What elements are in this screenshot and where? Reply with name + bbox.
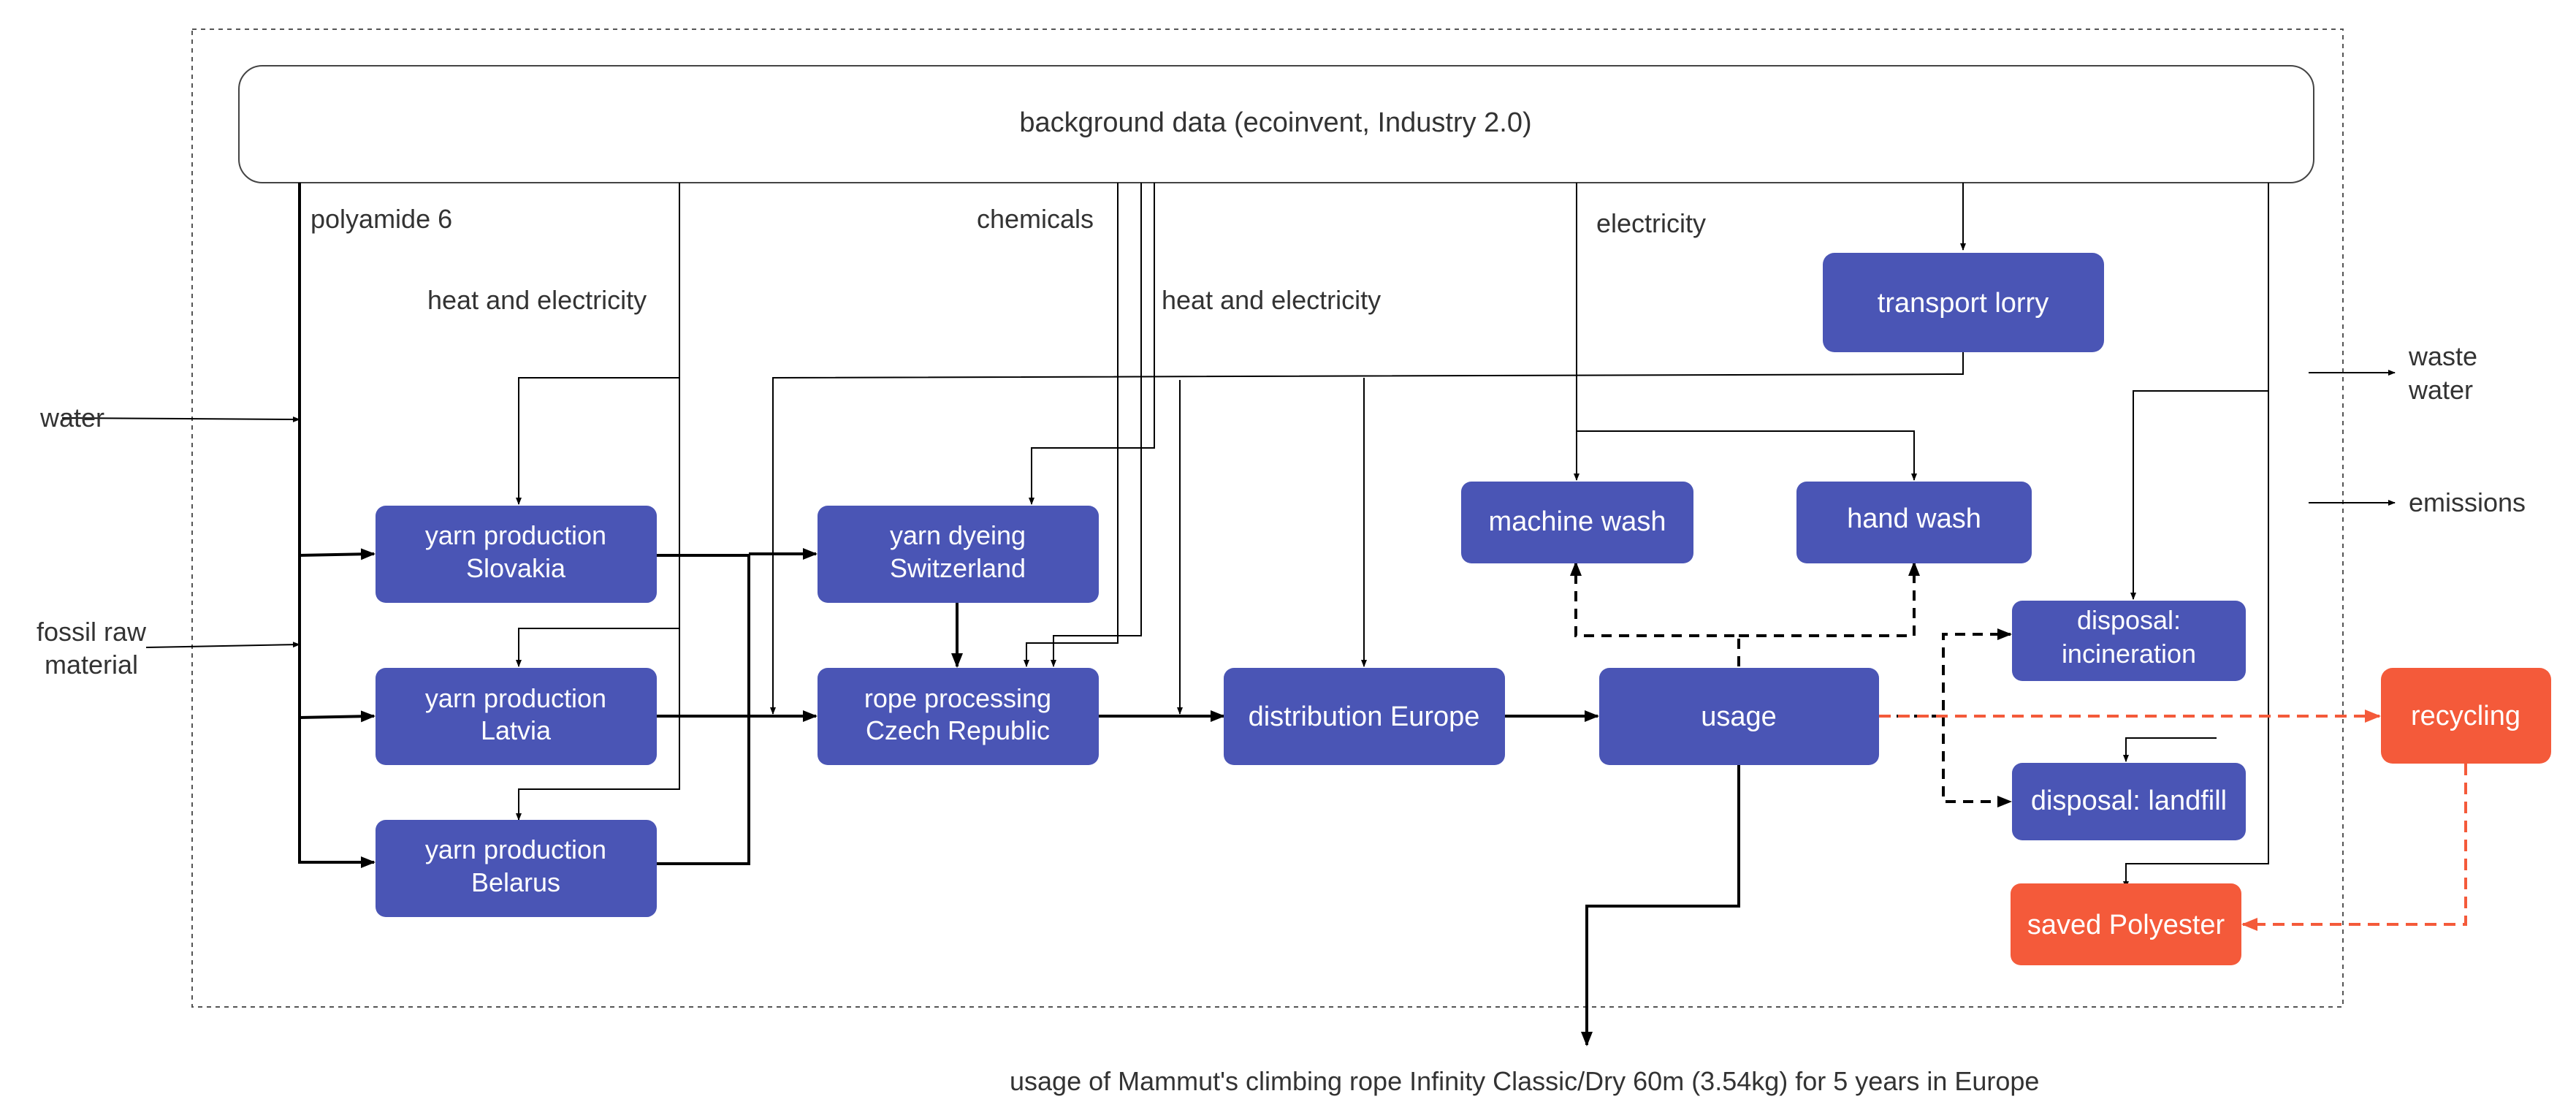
process-nodes: yarn production Slovakia yarn production…: [376, 253, 2551, 965]
svg-text:usage: usage: [1701, 701, 1777, 732]
node-disposal-landfill: disposal: landfill: [2012, 763, 2246, 840]
svg-text:transport lorry: transport lorry: [1878, 288, 2049, 319]
footer-caption: usage of Mammut's climbing rope Infinity…: [1010, 1066, 2039, 1096]
flow-labels: polyamide 6 heat and electricity chemica…: [37, 204, 2526, 1096]
thin-connectors: [61, 183, 2396, 889]
svg-text:yarn production: yarn production: [425, 834, 606, 864]
svg-text:yarn dyeing: yarn dyeing: [890, 520, 1026, 550]
node-recycling: recycling: [2381, 668, 2551, 764]
label-emissions: emissions: [2409, 487, 2526, 517]
background-data-box: background data (ecoinvent, Industry 2.0…: [238, 65, 2314, 183]
node-hand-wash: hand wash: [1796, 482, 2032, 563]
svg-text:saved Polyester: saved Polyester: [2027, 910, 2225, 940]
node-usage: usage: [1599, 668, 1879, 765]
thick-flows: [298, 183, 1740, 1046]
node-yarn-production-latvia: yarn production Latvia: [376, 668, 657, 765]
node-rope-processing: rope processing Czech Republic: [818, 668, 1099, 765]
node-machine-wash: machine wash: [1461, 482, 1693, 563]
label-waste-line2: water: [2408, 375, 2473, 405]
svg-text:hand wash: hand wash: [1847, 503, 1981, 534]
label-water: water: [39, 403, 104, 433]
svg-text:yarn production: yarn production: [425, 683, 606, 713]
node-yarn-production-slovakia: yarn production Slovakia: [376, 506, 657, 603]
recycling-flows: [1879, 710, 2467, 931]
background-data-label: background data (ecoinvent, Industry 2.0…: [1019, 107, 1531, 138]
svg-text:Belarus: Belarus: [471, 867, 560, 897]
node-distribution-europe: distribution Europe: [1224, 668, 1505, 765]
svg-text:recycling: recycling: [2411, 701, 2520, 731]
svg-text:machine wash: machine wash: [1489, 506, 1666, 537]
label-chemicals: chemicals: [977, 204, 1094, 234]
label-polyamide: polyamide 6: [310, 204, 452, 234]
svg-text:incineration: incineration: [2062, 639, 2196, 669]
svg-text:Slovakia: Slovakia: [466, 553, 566, 583]
svg-text:rope processing: rope processing: [864, 683, 1051, 713]
svg-text:Latvia: Latvia: [481, 715, 552, 745]
system-boundary: [191, 28, 2344, 1008]
label-heat-electricity-1: heat and electricity: [427, 285, 647, 315]
svg-text:yarn production: yarn production: [425, 520, 606, 550]
label-waste-line1: waste: [2408, 341, 2477, 371]
svg-text:disposal: landfill: disposal: landfill: [2031, 786, 2227, 816]
label-fossil-line1: fossil raw: [37, 617, 147, 647]
svg-text:Czech Republic: Czech Republic: [866, 715, 1050, 745]
node-disposal-incineration: disposal: incineration: [2012, 601, 2246, 681]
node-transport-lorry: transport lorry: [1823, 253, 2104, 352]
dashed-flows: [1570, 561, 2012, 807]
node-saved-polyester: saved Polyester: [2011, 883, 2241, 965]
label-electricity: electricity: [1596, 208, 1706, 238]
label-heat-electricity-2: heat and electricity: [1162, 285, 1381, 315]
node-yarn-production-belarus: yarn production Belarus: [376, 820, 657, 917]
svg-text:Switzerland: Switzerland: [890, 553, 1026, 583]
svg-text:disposal:: disposal:: [2077, 605, 2181, 635]
svg-text:distribution Europe: distribution Europe: [1249, 701, 1480, 732]
node-yarn-dyeing: yarn dyeing Switzerland: [818, 506, 1099, 603]
label-fossil-line2: material: [45, 650, 138, 680]
